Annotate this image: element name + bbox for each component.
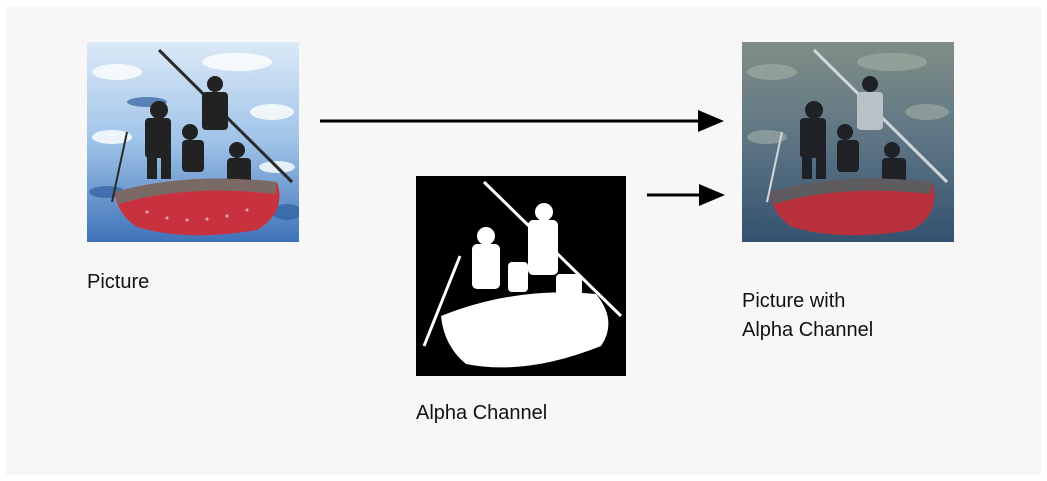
arrow-alpha-to-result: [647, 184, 725, 206]
alpha-channel-image: [416, 176, 626, 376]
picture-with-alpha-image: [742, 42, 954, 242]
result-label-line2: Alpha Channel: [742, 319, 874, 341]
alpha-channel-label: Alpha Channel: [416, 402, 548, 424]
picture-image: [87, 42, 299, 242]
picture-label: Picture: [87, 271, 150, 293]
arrow-picture-to-result: [320, 110, 724, 132]
result-label-line1: Picture with: [742, 290, 846, 312]
